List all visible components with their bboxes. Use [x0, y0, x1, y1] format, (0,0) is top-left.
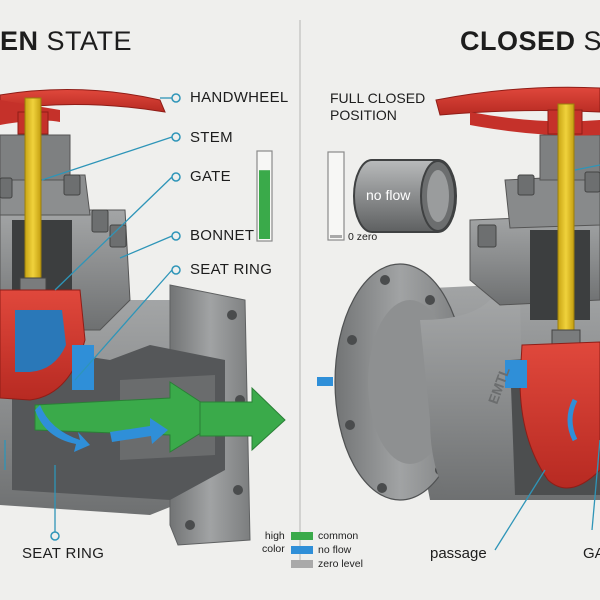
no-flow-bubble-text: no flow — [366, 187, 411, 203]
closed-valve: EMTL — [317, 86, 600, 501]
left-leader-lines — [4, 97, 173, 540]
legend-swatch-no-flow — [291, 546, 313, 554]
label-full-closed-position: FULL CLOSED POSITION — [330, 90, 426, 123]
flow-arrow-blue-2 — [110, 418, 168, 444]
right-leader-lines — [494, 164, 600, 551]
closed-gauge-frame — [327, 151, 345, 241]
label-seat-ring-bottom: SEAT RING — [22, 545, 105, 562]
open-gauge — [256, 150, 273, 242]
label-bonnet: BONNET — [190, 227, 255, 244]
open-state-title: EN STATE — [0, 26, 133, 56]
blocked-flow-stub — [317, 377, 333, 386]
open-valve-stem — [24, 97, 42, 291]
closed-gauge-fill — [330, 235, 342, 238]
no-flow-pipe-icon — [327, 151, 457, 241]
label-stem: STEM — [190, 129, 233, 146]
legend-item-common: common — [291, 530, 358, 542]
closed-valve-gate — [519, 341, 600, 489]
legend-swatch-zero-level — [291, 560, 313, 568]
label-passage: passage — [430, 545, 487, 562]
label-gate-right: GA — [583, 545, 600, 562]
label-gate: GATE — [190, 168, 231, 185]
open-gauge-fill — [259, 170, 270, 239]
flow-arrow-green-2 — [199, 386, 286, 452]
closed-state-title: CLOSED S — [460, 26, 600, 56]
legend-swatch-common — [291, 532, 313, 540]
label-seat-ring-top: SEAT RING — [190, 261, 273, 278]
legend-side-label: high color — [262, 530, 285, 555]
open-valve — [0, 89, 286, 546]
legend-item-no-flow: no flow — [291, 544, 351, 556]
flow-arrow-blue-1 — [35, 405, 90, 452]
label-zero: 0 zero — [348, 231, 378, 243]
label-handwheel: HANDWHEEL — [190, 89, 289, 106]
closed-valve-stem — [557, 103, 575, 337]
legend-item-zero-level: zero level — [291, 558, 363, 570]
